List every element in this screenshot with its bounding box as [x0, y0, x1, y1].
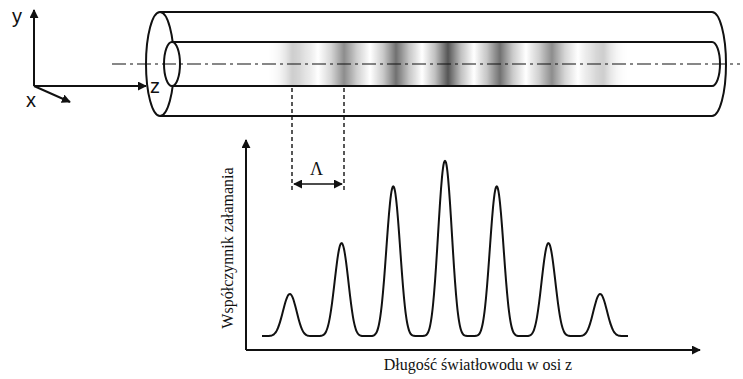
period-marker [292, 88, 344, 192]
y-axis-title: Współczynnik załamania [220, 167, 236, 328]
refractive-index-profile [262, 161, 628, 336]
x-axis-title: Długość światłowodu w osi z [384, 357, 572, 373]
coordinate-axes [34, 10, 146, 102]
graph-axes [246, 140, 700, 350]
optical-axis [112, 63, 740, 64]
axis-label: x [26, 90, 36, 110]
period-label: Λ [310, 160, 323, 178]
axis-label: y [12, 6, 22, 26]
axis-label: z [150, 76, 160, 96]
